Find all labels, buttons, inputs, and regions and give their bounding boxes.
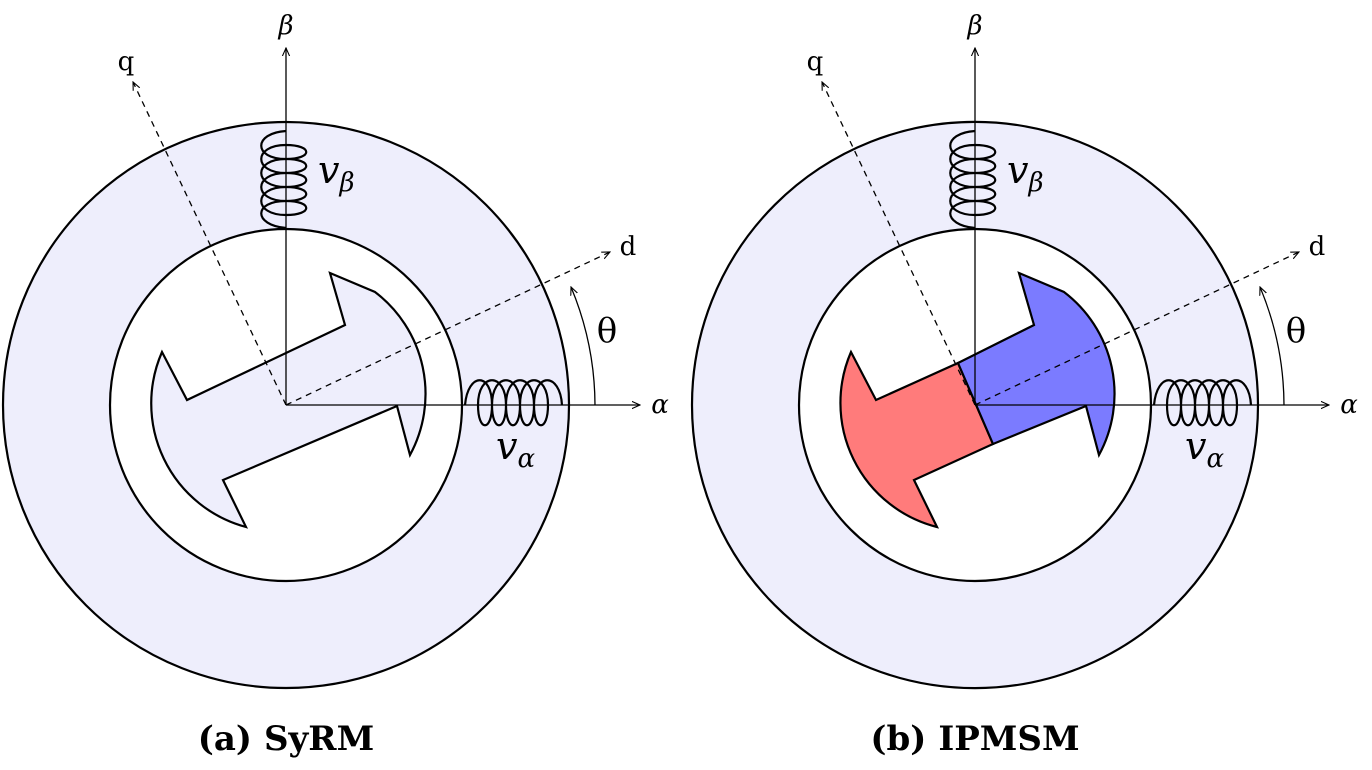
beta-axis-label: β bbox=[966, 11, 982, 41]
rotor-magnet-south bbox=[956, 271, 1116, 458]
theta-label: θ bbox=[597, 311, 617, 351]
d-axis-label: d bbox=[620, 232, 637, 262]
coil-beta bbox=[260, 129, 308, 230]
panel-b: β α q d θ vβ vα (b)IPMSM bbox=[690, 11, 1358, 759]
q-axis-label: q bbox=[118, 47, 135, 77]
caption-b: (b) IPMSM bbox=[870, 719, 1079, 759]
alpha-axis-label: α bbox=[651, 390, 669, 420]
alpha-axis-label: α bbox=[1340, 390, 1358, 420]
v-beta-sub: β bbox=[338, 168, 354, 198]
q-axis bbox=[132, 82, 287, 406]
v-alpha-base: v bbox=[496, 424, 518, 468]
v-beta-base: v bbox=[1007, 148, 1029, 192]
v-alpha-label: vα bbox=[496, 424, 535, 474]
panel-a: β α q d θ vβ vα (a)SyRM bbox=[1, 11, 669, 759]
theta-arc bbox=[571, 287, 596, 406]
v-beta-label: vβ bbox=[1007, 148, 1044, 198]
v-alpha-label: vα bbox=[1185, 424, 1224, 474]
v-beta-label: vβ bbox=[318, 148, 355, 198]
q-axis-label: q bbox=[807, 47, 824, 77]
q-axis bbox=[821, 82, 976, 406]
coil-beta bbox=[949, 129, 997, 230]
theta-arc bbox=[1260, 287, 1285, 406]
caption-b-tag: (b) bbox=[870, 719, 926, 759]
caption-a-tag: (a) bbox=[198, 719, 252, 759]
caption-a-title: SyRM bbox=[264, 719, 374, 759]
v-alpha-base: v bbox=[1185, 424, 1207, 468]
v-beta-base: v bbox=[318, 148, 340, 192]
coil-alpha bbox=[1152, 379, 1253, 427]
v-alpha-sub: α bbox=[517, 444, 535, 474]
v-beta-sub: β bbox=[1027, 168, 1043, 198]
beta-axis-label: β bbox=[277, 11, 293, 41]
v-alpha-sub: α bbox=[1206, 444, 1224, 474]
caption-a: (a) SyRM bbox=[198, 719, 374, 759]
d-axis bbox=[974, 251, 1299, 406]
d-axis-label: d bbox=[1309, 232, 1326, 262]
d-axis bbox=[285, 251, 610, 406]
caption-b-title: IPMSM bbox=[938, 719, 1079, 759]
coil-alpha bbox=[463, 379, 564, 427]
theta-label: θ bbox=[1286, 311, 1306, 351]
rotor-reluctance bbox=[150, 271, 427, 529]
rotor-magnet-north bbox=[839, 349, 995, 529]
